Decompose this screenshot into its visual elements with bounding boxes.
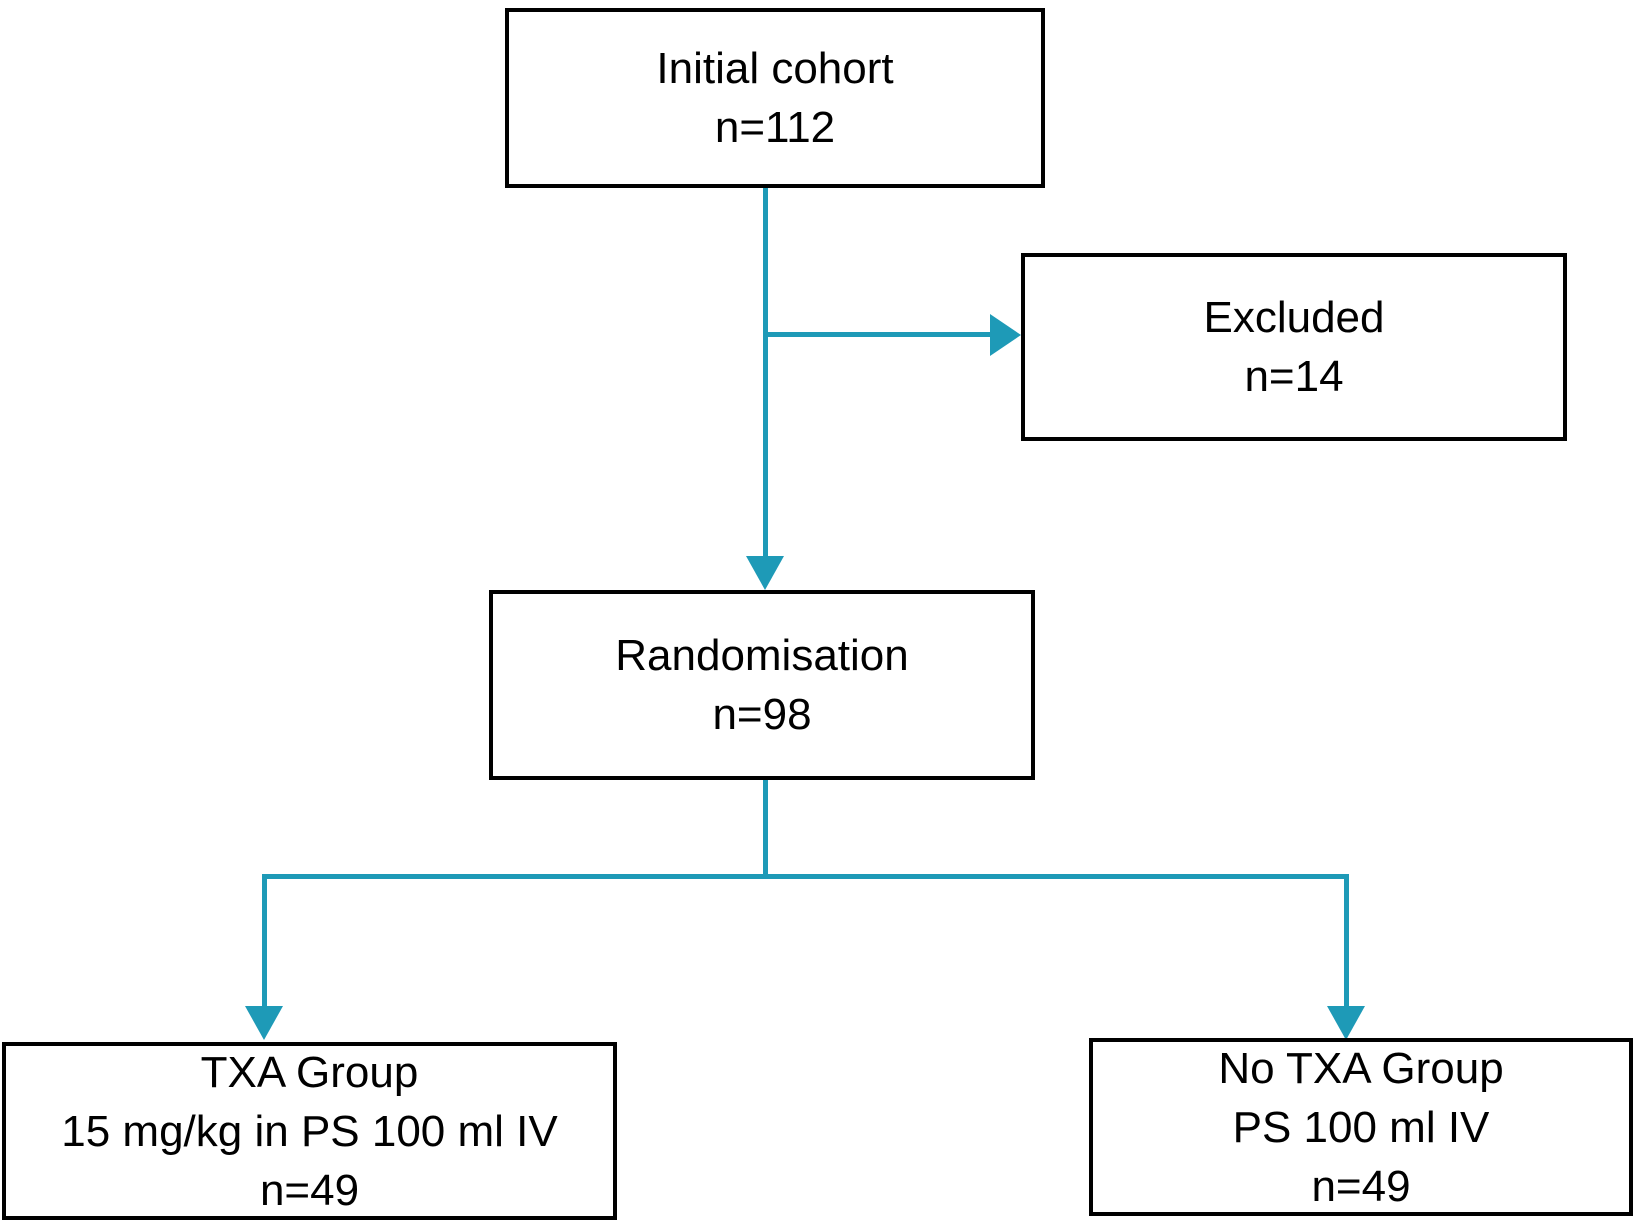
node-label: No TXA Group: [1218, 1043, 1504, 1093]
node-randomisation: Randomisation n=98: [489, 590, 1035, 780]
arrow-right-icon: [990, 314, 1021, 356]
node-txa-group: TXA Group 15 mg/kg in PS 100 ml IV n=49: [2, 1042, 617, 1220]
arrow-down-icon: [746, 556, 784, 590]
connector-split-to-txa: [262, 874, 267, 1008]
connector-split-bar: [262, 874, 1349, 879]
node-count: n=98: [712, 690, 812, 739]
node-detail: 15 mg/kg in PS 100 ml IV: [61, 1106, 558, 1156]
node-detail: PS 100 ml IV: [1232, 1102, 1490, 1152]
connector-randomisation-to-split: [763, 780, 768, 879]
node-initial-cohort: Initial cohort n=112: [505, 8, 1045, 188]
node-excluded: Excluded n=14: [1021, 253, 1567, 441]
node-count: n=14: [1244, 352, 1344, 401]
node-count: n=49: [259, 1165, 360, 1215]
node-label: Randomisation: [615, 631, 909, 680]
node-label: Initial cohort: [656, 44, 894, 93]
node-label: TXA Group: [200, 1047, 419, 1097]
node-count: n=112: [714, 103, 836, 152]
arrow-down-icon: [245, 1006, 283, 1040]
node-no-txa-group: No TXA Group PS 100 ml IV n=49: [1089, 1038, 1633, 1216]
connector-to-excluded: [763, 332, 991, 337]
connector-initial-to-randomisation: [763, 188, 768, 558]
node-label: Excluded: [1203, 293, 1385, 342]
arrow-down-icon: [1327, 1006, 1365, 1040]
node-count: n=49: [1311, 1161, 1411, 1211]
connector-split-to-no-txa: [1344, 874, 1349, 1008]
